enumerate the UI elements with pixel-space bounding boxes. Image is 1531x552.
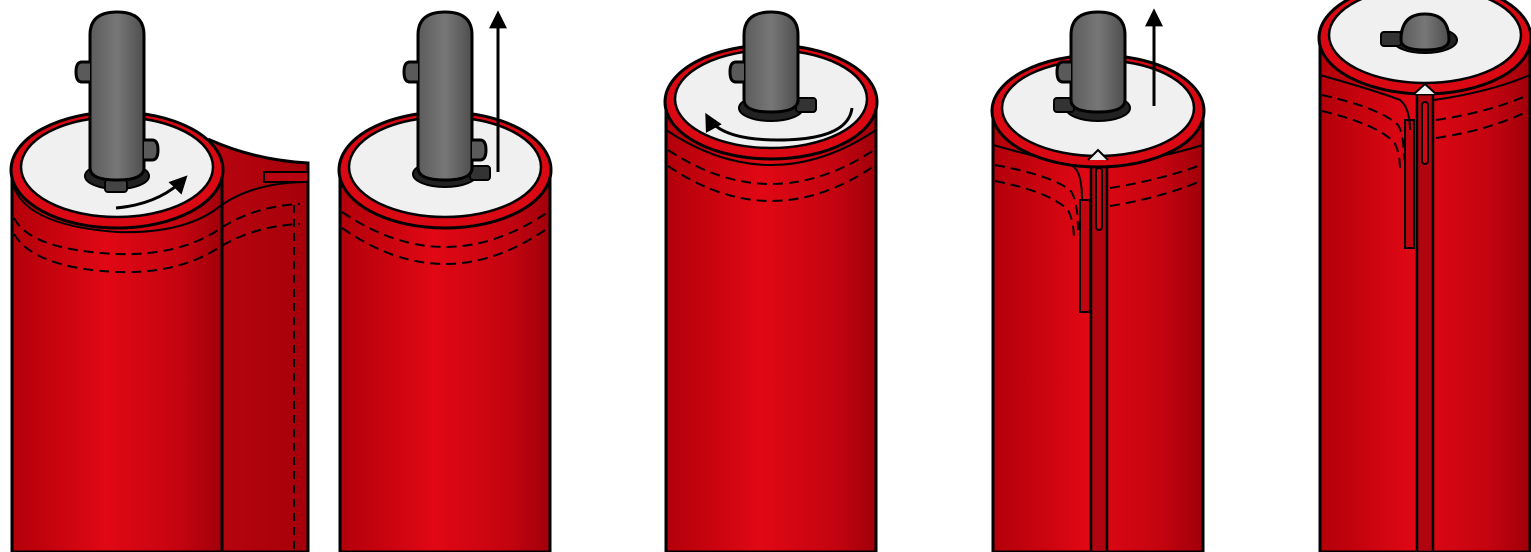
cylinder-body bbox=[340, 175, 550, 552]
roll-step-3 bbox=[665, 12, 877, 552]
rod-knob-left bbox=[404, 62, 418, 82]
rod bbox=[90, 12, 144, 180]
rod-knob-left bbox=[730, 62, 744, 82]
seam-inner bbox=[1422, 102, 1428, 164]
rod-knob-left bbox=[1057, 62, 1071, 82]
rod-knob-right bbox=[144, 140, 158, 160]
cylinder-body bbox=[666, 105, 876, 552]
collar-tab bbox=[1381, 32, 1401, 46]
roll-step-2 bbox=[339, 12, 551, 552]
rod-stub bbox=[1401, 14, 1449, 50]
roll-step-4 bbox=[992, 12, 1204, 552]
roll-step-5 bbox=[1319, 0, 1531, 552]
tucked-flap bbox=[1080, 200, 1090, 312]
roll-step-1 bbox=[11, 12, 308, 552]
rod bbox=[418, 12, 472, 180]
tucked-flap bbox=[1405, 120, 1414, 248]
tail-edge bbox=[264, 172, 308, 182]
seam-inner bbox=[1096, 168, 1102, 230]
rod bbox=[1071, 12, 1125, 112]
rod-knob-right bbox=[472, 140, 486, 160]
rod bbox=[744, 12, 798, 112]
rod-knob-left bbox=[76, 62, 90, 82]
collar-tab bbox=[105, 180, 127, 192]
